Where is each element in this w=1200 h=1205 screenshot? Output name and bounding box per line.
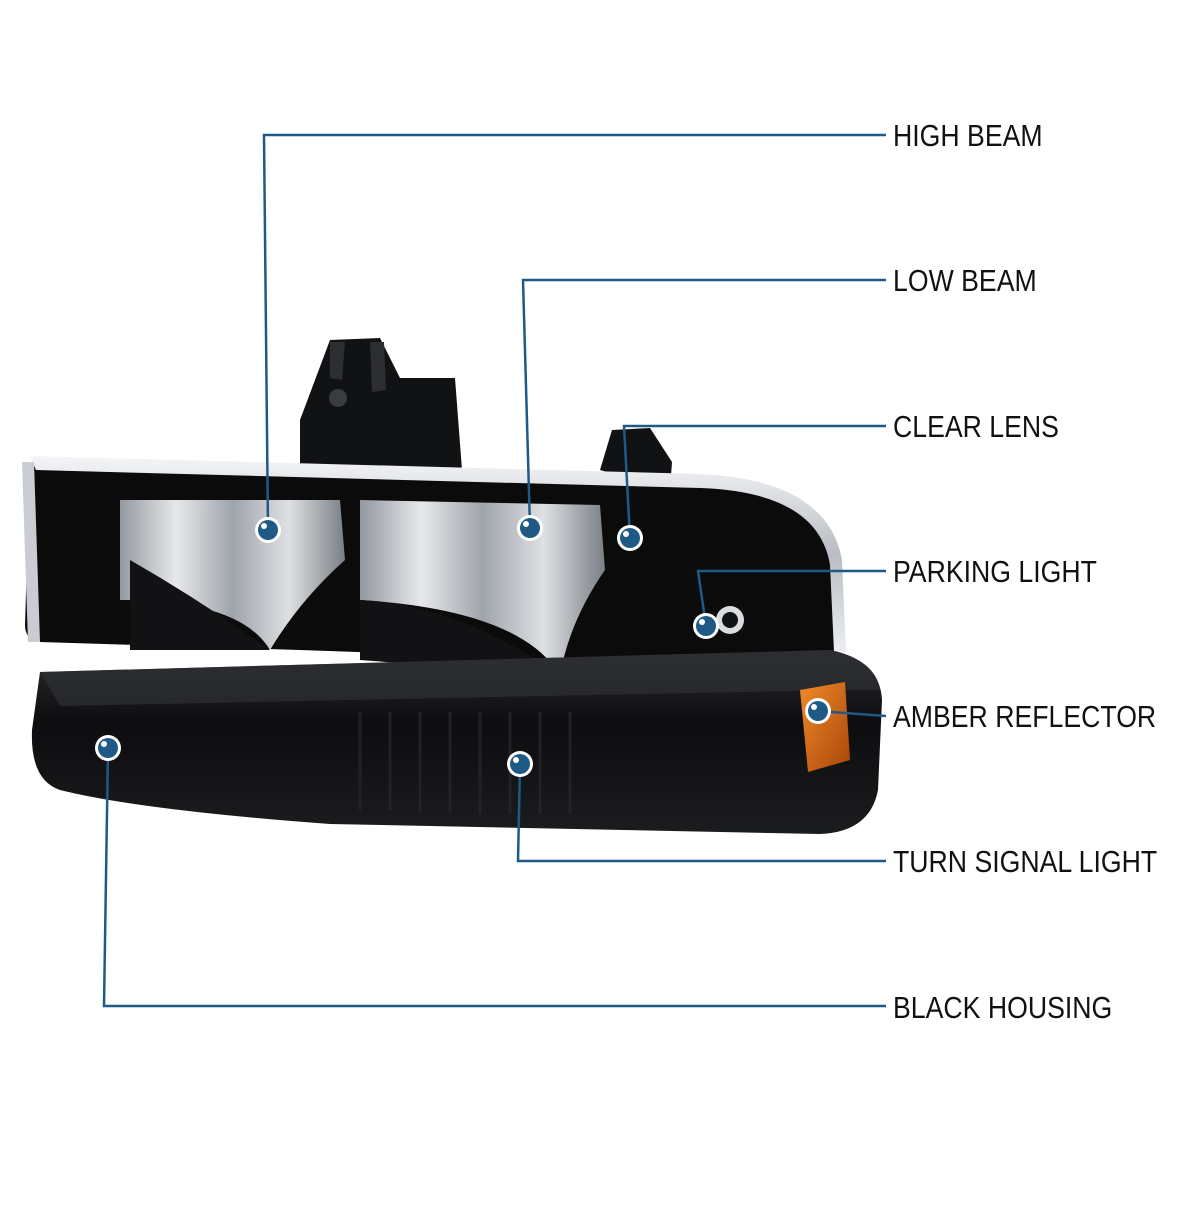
callout-label-amber-reflector: AMBER REFLECTOR [893, 699, 1157, 734]
leader-line-high-beam [262, 133, 886, 531]
leader-line-black-housing [102, 747, 886, 1008]
callout-label-black-housing: BLACK HOUSING [893, 990, 1113, 1025]
callout-label-high-beam: HIGH BEAM [893, 118, 1043, 153]
turn-signal-housing [31, 650, 882, 834]
marker-clear-lens [617, 525, 643, 551]
high-beam-reflector [120, 500, 345, 650]
leader-line-low-beam [521, 278, 886, 529]
leader-line-turn-signal [516, 763, 886, 863]
marker-black-housing [95, 735, 121, 761]
callout-label-parking-light: PARKING LIGHT [893, 554, 1097, 589]
marker-parking-light [693, 613, 719, 639]
callout-label-clear-lens: CLEAR LENS [893, 409, 1059, 444]
parking-light-socket [716, 606, 744, 634]
marker-turn-signal [507, 751, 533, 777]
leader-lines [102, 133, 887, 1008]
amber-reflector [800, 682, 850, 772]
callout-markers [95, 515, 831, 777]
leader-line-clear-lens [622, 424, 886, 539]
callout-label-turn-signal-light: TURN SIGNAL LIGHT [893, 844, 1158, 879]
marker-high-beam [255, 517, 281, 543]
leader-line-parking-light [696, 569, 886, 627]
marker-low-beam [517, 515, 543, 541]
low-beam-reflector [360, 500, 605, 675]
marker-amber-reflector [805, 698, 831, 724]
callout-label-low-beam: LOW BEAM [893, 263, 1037, 298]
